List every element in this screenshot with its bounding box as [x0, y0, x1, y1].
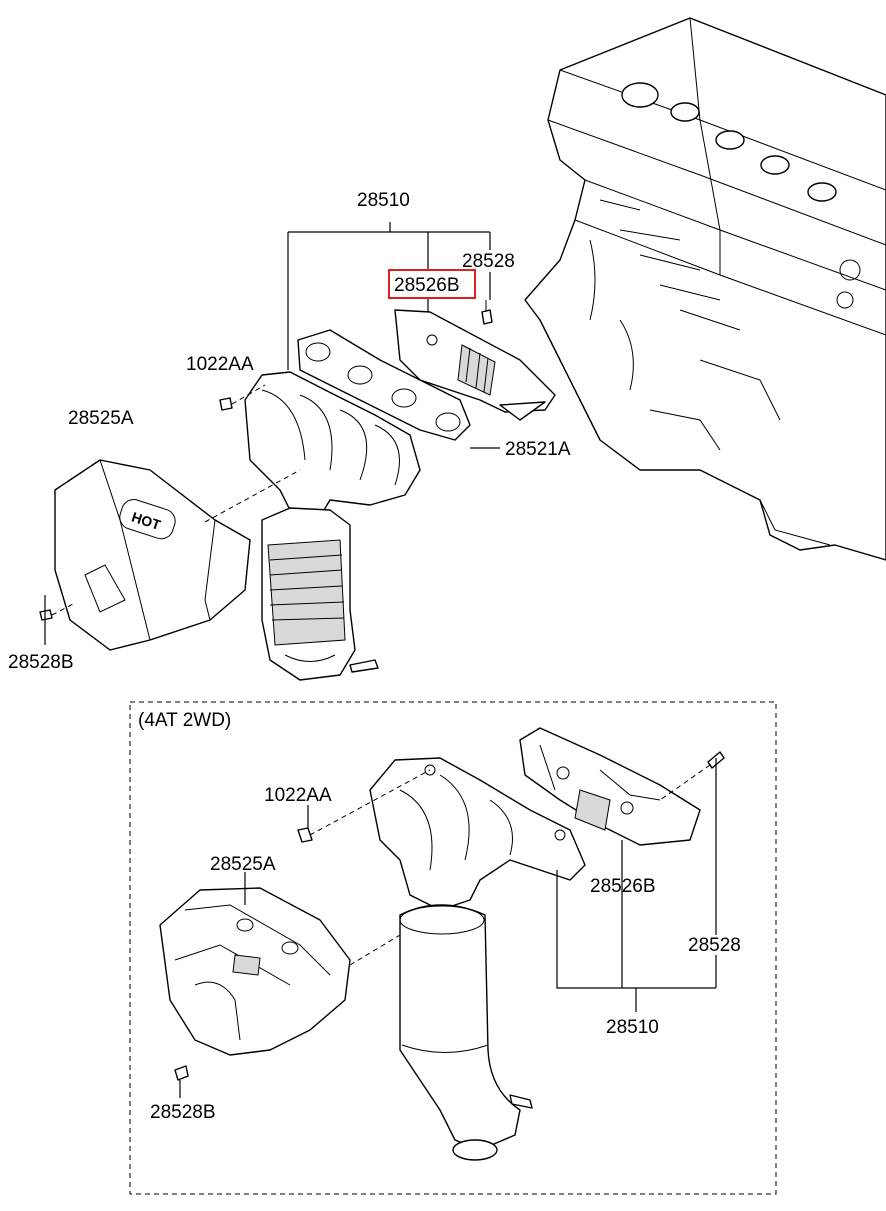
variant-label: (4AT 2WD)	[138, 710, 231, 731]
variant-box-4at-2wd	[129, 701, 777, 1195]
label-28525a-bottom: 28525A	[210, 854, 276, 875]
label-28528-bottom: 28528	[688, 935, 741, 956]
engine-block-illustration	[524, 17, 886, 561]
label-28525a-top: 28525A	[68, 408, 134, 429]
exhaust-manifold-bottom	[369, 757, 586, 911]
label-28526b-top: 28526B	[394, 275, 460, 296]
label-28528-top: 28528	[462, 251, 515, 272]
label-28521a-top: 28521A	[505, 439, 571, 460]
heat-protector-28526b-top	[394, 309, 556, 421]
catalytic-converter-bottom	[399, 904, 533, 1161]
label-28528b-bottom: 28528B	[150, 1102, 216, 1123]
heat-cover-28525a-top: HOT	[54, 459, 251, 651]
fasteners-top	[39, 300, 493, 621]
highlight-box-28526b	[388, 269, 476, 299]
heat-protector-28526b-bottom	[519, 727, 701, 846]
label-28526b-bottom: 28526B	[590, 876, 656, 897]
labels-bottom: 1022AA 28525A 28526B 28528 28510 28528B	[150, 785, 741, 1123]
label-1022aa-top: 1022AA	[186, 354, 254, 375]
heat-cover-28525a-bottom	[159, 887, 351, 1056]
exhaust-manifold-top	[244, 371, 421, 681]
label-1022aa-bottom: 1022AA	[264, 785, 332, 806]
leader-lines-bottom	[179, 758, 717, 1098]
label-28510-top: 28510	[357, 190, 410, 211]
labels-top: 28510 28528 28526B 1022AA 28525A 28521A …	[8, 190, 571, 673]
label-28528b-top: 28528B	[8, 652, 74, 673]
gasket-28521a-top	[297, 329, 471, 441]
leader-lines-top	[44, 222, 500, 645]
label-28510-bottom: 28510	[606, 1017, 659, 1038]
